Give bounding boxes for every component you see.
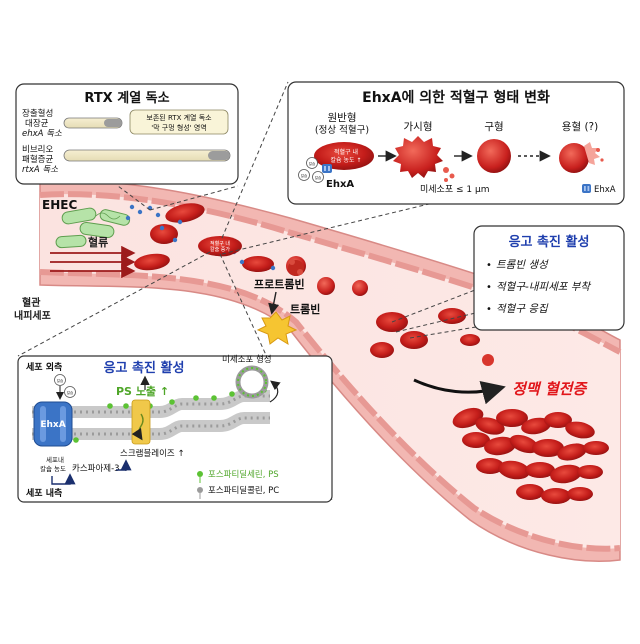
ps-exposure-label: PS 노출 ↑ <box>116 384 169 398</box>
microvesicle-arrow <box>269 380 281 403</box>
scramblase-protein <box>131 399 151 445</box>
membrane-panel-title: 응고 촉진 활성 <box>104 360 185 376</box>
legend-pc-icon <box>197 487 203 499</box>
ca-conc-label-1: 세포내 <box>46 455 64 464</box>
endothelium-label-2: 내피세포 <box>14 309 51 322</box>
stage-discocyte-sub: (정상 적혈구) <box>315 124 369 136</box>
echinocyte-rbc <box>393 136 443 178</box>
morph-panel: EhxA에 의한 적혈구 형태 변화 원반형 (정상 적혈구) 가시형 구형 용… <box>287 81 625 205</box>
prothrombin-arrow <box>268 291 280 315</box>
ehec-label: EHEC <box>42 198 77 212</box>
ca-label-1: 칼슘 <box>309 161 316 166</box>
region-label-1: 보존된 RTX 계열 독소 <box>146 113 212 122</box>
coag-bullet-1: • <box>486 260 492 271</box>
ehxa-channel: EhxA <box>33 401 73 447</box>
rbc-inner-label-1: 적혈구 내 <box>334 148 358 156</box>
rbc-calcium-increase: 적혈구 내 칼슘 증가 <box>198 236 242 256</box>
ehec-toxin-label-2: 대장균 <box>25 118 49 129</box>
calcium-signal-arrow <box>51 473 76 485</box>
region-label-2: '막 구멍 형성' 영역 <box>151 123 207 132</box>
legend-ehxa-label: EhxA <box>594 185 616 195</box>
membrane-panel: 세포 외측 세포 내측 응고 촉진 활성 EhxA <box>17 355 333 503</box>
caspase-arrow <box>116 459 132 471</box>
vibrio-toxin-label-1: 비브리오 <box>22 145 53 155</box>
vibrio-toxin-label-3: rtxA 독소 <box>22 165 58 175</box>
scramblase-label: 스크램블레이즈 ↑ <box>120 448 185 459</box>
discocyte-rbc: 적혈구 내 칼슘 농도 ↑ <box>314 142 374 170</box>
coag-item-aggregation: 적혈구 응집 <box>496 303 549 315</box>
ehec-toxin-label-1: 장출혈성 <box>22 108 53 119</box>
membrane-ca-label-1: 칼슘 <box>57 378 64 383</box>
coag-item-adhesion: 적혈구-내피세포 부착 <box>496 281 591 293</box>
microvesicle-formation-label: 미세소포 형성 <box>222 355 272 365</box>
conserved-region-box: 보존된 RTX 계열 독소 '막 구멍 형성' 영역 <box>129 109 229 135</box>
membrane-calcium-ions: 칼슘 칼슘 <box>54 374 76 398</box>
coag-panel-title: 응고 촉진 활성 <box>509 234 590 250</box>
thrombin-burst <box>256 311 298 346</box>
stage-hemolysis-label: 용혈 (?) <box>562 120 598 133</box>
blood-flow-arrows <box>50 245 136 279</box>
vibrio-toxin-label-2: 패혈증균 <box>22 154 53 165</box>
thrombus-cluster <box>452 407 609 504</box>
membrane-ehxa-label: EhxA <box>40 420 65 430</box>
ehxa-pore-icon <box>322 164 332 173</box>
ehxa-toxin-bar <box>63 117 123 129</box>
legend-pc-label: 포스파티딜콜린, PC <box>208 485 279 496</box>
flow-label: 혈류 <box>88 235 108 249</box>
caspase-label: 카스파아제-3 ↑ <box>72 463 129 474</box>
ehec-toxin-label-3: ehxA 독소 <box>22 129 62 139</box>
stage-echinocyte-label: 가시형 <box>404 121 433 133</box>
rtxa-toxin-bar <box>63 149 231 162</box>
legend-ps-icon <box>197 471 203 483</box>
calcium-ions: 칼슘 칼슘 칼슘 <box>298 157 324 183</box>
spherocyte-rbc <box>477 139 511 173</box>
rbc-small-label-2: 칼슘 증가 <box>210 246 230 253</box>
stage-discocyte-label: 원반형 <box>328 112 357 124</box>
inside-label: 세포 내측 <box>26 487 62 499</box>
legend-ehxa-icon <box>582 184 591 193</box>
morph-ehxa-label: EhxA <box>326 179 354 190</box>
thrombosis-arrow <box>413 378 506 405</box>
vessel-ehxa-dots <box>125 204 276 271</box>
ca-conc-label-2: 칼슘 농도 <box>40 464 66 473</box>
ca-label-3: 칼슘 <box>315 175 322 180</box>
outside-label: 세포 외측 <box>26 361 62 373</box>
rtx-panel: RTX 계열 독소 장출혈성 대장균 ehxA 독소 보존된 RTX 계열 독소… <box>15 83 239 185</box>
membrane-microvesicle <box>235 365 269 399</box>
rbc-inner-label-2: 칼슘 농도 ↑ <box>331 156 362 164</box>
coag-bullet-2: • <box>486 282 492 293</box>
thrombin-label: 트롬빈 <box>290 302 320 316</box>
prothrombin-label: 프로트롬빈 <box>254 277 305 291</box>
microvesicle-size-label: 미세소포 ≤ 1 μm <box>420 184 489 195</box>
hemolyzed-rbc <box>559 142 604 173</box>
microvesicles <box>443 167 455 182</box>
ehec-bacteria <box>55 207 131 249</box>
stage-spherocyte-label: 구형 <box>484 121 503 133</box>
rbc-small-label-1: 적혈구 내 <box>210 240 230 247</box>
morph-panel-title: EhxA에 의한 적혈구 형태 변화 <box>362 89 550 106</box>
thrombosis-label: 정맥 혈전증 <box>512 380 588 398</box>
legend-ps-label: 포스파티딜세린, PS <box>208 469 279 480</box>
rtx-panel-title: RTX 계열 독소 <box>84 90 169 106</box>
ca-label-2: 칼슘 <box>301 173 308 178</box>
endothelium-label-1: 혈관 <box>22 296 41 309</box>
coag-bullet-3: • <box>486 304 492 315</box>
coag-panel: 응고 촉진 활성 • 트롬빈 생성 • 적혈구-내피세포 부착 • 적혈구 응집 <box>473 225 625 331</box>
membrane-ca-label-2: 칼슘 <box>67 390 74 395</box>
coag-item-thrombin: 트롬빈 생성 <box>496 259 549 271</box>
prothrombin-molecule <box>288 259 304 276</box>
